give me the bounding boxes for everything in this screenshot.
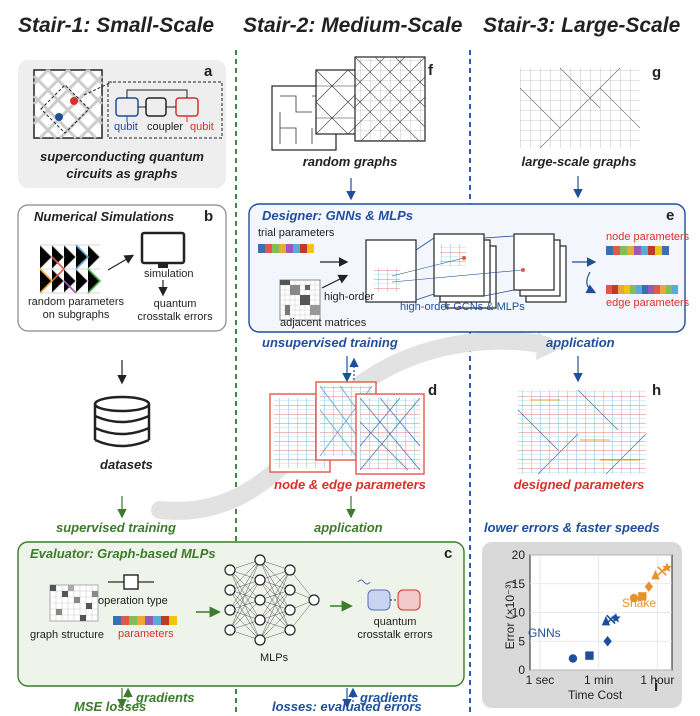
stair2-title: Stair-2: Medium-Scale (243, 14, 463, 37)
gcns-label: high-order GCNs & MLPs (400, 301, 525, 313)
data-point-diamond (644, 581, 654, 592)
panel-b-letter: b (204, 208, 214, 225)
data-point-diamond (603, 636, 612, 647)
gradients-mid-label: gradients (360, 690, 419, 705)
adjacent-matrix (279, 279, 321, 321)
panel-b-title: Numerical Simulations (34, 209, 175, 224)
data-point-circle (568, 654, 578, 663)
crosstalk-c-1: quantum (373, 616, 417, 628)
gradients-left-label: gradients (136, 690, 195, 705)
node-edge-parameters-caption: node & edge parameters (274, 477, 426, 492)
supervised-training-label: supervised training (56, 520, 176, 535)
panel-d-letter: d (428, 382, 438, 399)
high-order-label-2: adjacent matrices (280, 317, 367, 329)
application-top-label: application (546, 335, 615, 350)
parameter-bar-c (113, 616, 177, 625)
stair1-title: Stair-1: Small-Scale (18, 14, 215, 37)
random-graph-cards (271, 56, 426, 151)
coupler-label: coupler (147, 121, 184, 133)
x-tick-label: 1 min (584, 673, 613, 687)
y-tick-label: 15 (512, 577, 526, 591)
y-tick-label: 20 (512, 548, 526, 562)
node-parameter-bar (606, 246, 669, 255)
lower-errors-label: lower errors & faster speeds (484, 520, 660, 535)
panel-e-letter: e (666, 207, 675, 224)
qubit-left-label: qubit (114, 121, 138, 133)
x-tick-label: 1 sec (526, 673, 555, 687)
data-point-square (585, 651, 594, 660)
y-axis-label: Error (×10⁻³) (503, 580, 517, 650)
crosstalk-b-2: crosstalk errors (137, 311, 213, 323)
stair3-title: Stair-3: Large-Scale (483, 14, 681, 37)
edge-parameter-bar (606, 285, 678, 294)
panel-f-letter: f (428, 62, 433, 79)
panel-i-letter: i (654, 678, 659, 695)
panel-c-title: Evaluator: Graph-based MLPs (30, 546, 216, 561)
data-point-star (662, 562, 672, 572)
data-point-circle (629, 593, 639, 603)
high-order-label-1: high-order (324, 291, 375, 303)
panel-h-letter: h (652, 382, 662, 399)
unsupervised-training-label: unsupervised training (262, 335, 398, 350)
crosstalk-c-2: crosstalk errors (357, 629, 433, 641)
mse-losses-label: MSE losses (74, 699, 147, 714)
gnns-annotation: GNNs (528, 626, 561, 640)
node-parameters-label: node parameters (606, 231, 690, 243)
mlps-label: MLPs (260, 652, 289, 664)
edge-parameters-label: edge parameters (606, 297, 690, 309)
database-icon (93, 395, 151, 448)
x-tick-label: 1 hour (640, 673, 674, 687)
data-point-triangle (651, 569, 660, 580)
losses-evaluated-label: losses: evaluated errors (272, 699, 422, 714)
application-mid-label: application (314, 520, 383, 535)
graph-structure-matrix (49, 584, 99, 622)
scatter-chart: 0 5 10 15 20 1 sec 1 min 1 hour (512, 548, 675, 687)
data-point-square (638, 592, 647, 601)
crosstalk-b-1: quantum (153, 298, 197, 310)
designed-parameter-graph (518, 390, 646, 474)
panel-a-caption-1: superconducting quantum (40, 149, 204, 164)
trial-parameters-label: trial parameters (258, 227, 335, 239)
subgraph-lattice (39, 244, 102, 294)
graph-structure-label: graph structure (30, 629, 104, 641)
datasets-label: datasets (100, 457, 153, 472)
panel-e-title: Designer: GNNs & MLPs (262, 208, 413, 223)
panel-g-letter: g (652, 64, 662, 81)
y-tick-label: 10 (512, 606, 526, 620)
x-axis-label: Time Cost (568, 688, 623, 702)
trial-parameter-bar (258, 244, 314, 253)
random-params-2: on subgraphs (42, 309, 110, 321)
parameters-label: parameters (118, 628, 174, 640)
panel-a-letter: a (204, 63, 213, 80)
panel-a-caption-2: circuits as graphs (66, 166, 178, 181)
simulation-label: simulation (144, 268, 194, 280)
random-params-1: random parameters (28, 296, 124, 308)
mlp-network (224, 554, 320, 646)
operation-type-label: operation type (98, 595, 168, 607)
designed-parameters-caption: designed parameters (513, 477, 645, 492)
qubit-right-label: qubit (190, 121, 214, 133)
gcn-stack (433, 233, 567, 309)
random-graphs-caption: random graphs (302, 154, 398, 169)
snake-annotation: Snake (622, 596, 657, 610)
panel-c-letter: c (444, 545, 453, 562)
data-point-star (610, 613, 621, 623)
y-tick-label: 5 (518, 634, 525, 648)
y-tick-label: 0 (518, 663, 525, 677)
large-scale-graphs-caption: large-scale graphs (521, 154, 637, 169)
parameter-cards (269, 381, 425, 475)
